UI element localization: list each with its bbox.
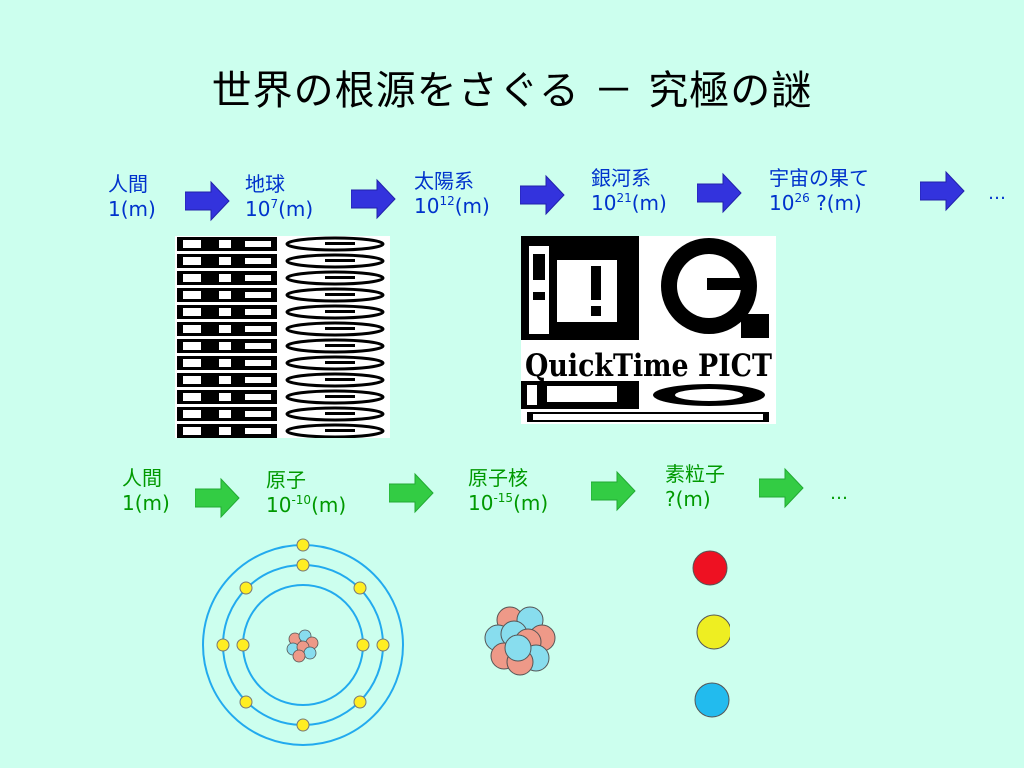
row1-label-human: 人間 1(m)	[108, 172, 156, 221]
atom-illustration	[202, 538, 404, 746]
atom-nucleus-icon	[286, 629, 319, 663]
row1-arrow-3-icon	[520, 174, 565, 216]
row2-label-human: 人間 1(m)	[122, 466, 170, 515]
nucleus-icon	[484, 606, 556, 676]
row2-arrow-4-icon	[759, 467, 804, 509]
particle-blue-icon	[694, 682, 730, 718]
quicktime-pict-placeholder-tiled	[175, 236, 390, 438]
row1-label-earth: 地球 107(m)	[245, 172, 314, 221]
quicktime-pict-placeholder: QuickTime PICT	[521, 236, 776, 424]
row2-arrow-3-icon	[591, 470, 636, 512]
row1-label-galaxy: 銀河系 1021(m)	[591, 166, 667, 215]
row1-arrow-1-icon	[185, 180, 230, 222]
atom-electrons	[216, 538, 390, 732]
row2-label-elementary-particle: 素粒子 ?(m)	[665, 462, 725, 511]
elementary-particles	[692, 550, 730, 718]
row2-arrow-1-icon	[195, 477, 240, 519]
pict-caption: QuickTime PICT	[525, 348, 772, 384]
row1-label-solar-system: 太陽系 1012(m)	[414, 169, 490, 218]
row1-arrow-2-icon	[351, 178, 396, 220]
row1-arrow-4-icon	[697, 172, 742, 214]
row2-arrow-2-icon	[389, 472, 434, 514]
row2-label-atom: 原子 10-10(m)	[266, 468, 347, 517]
row1-ellipsis: …	[988, 183, 1006, 204]
particle-red-icon	[692, 550, 728, 586]
slide-title: 世界の根源をさぐる － 究極の謎	[211, 68, 813, 114]
row2-ellipsis: …	[830, 483, 848, 504]
row1-arrow-5-icon	[920, 170, 965, 212]
particle-yellow-icon	[696, 614, 730, 650]
row1-label-universe-edge: 宇宙の果て 1026 ?(m)	[769, 166, 869, 215]
row2-label-nucleus: 原子核 10-15(m)	[468, 466, 549, 515]
